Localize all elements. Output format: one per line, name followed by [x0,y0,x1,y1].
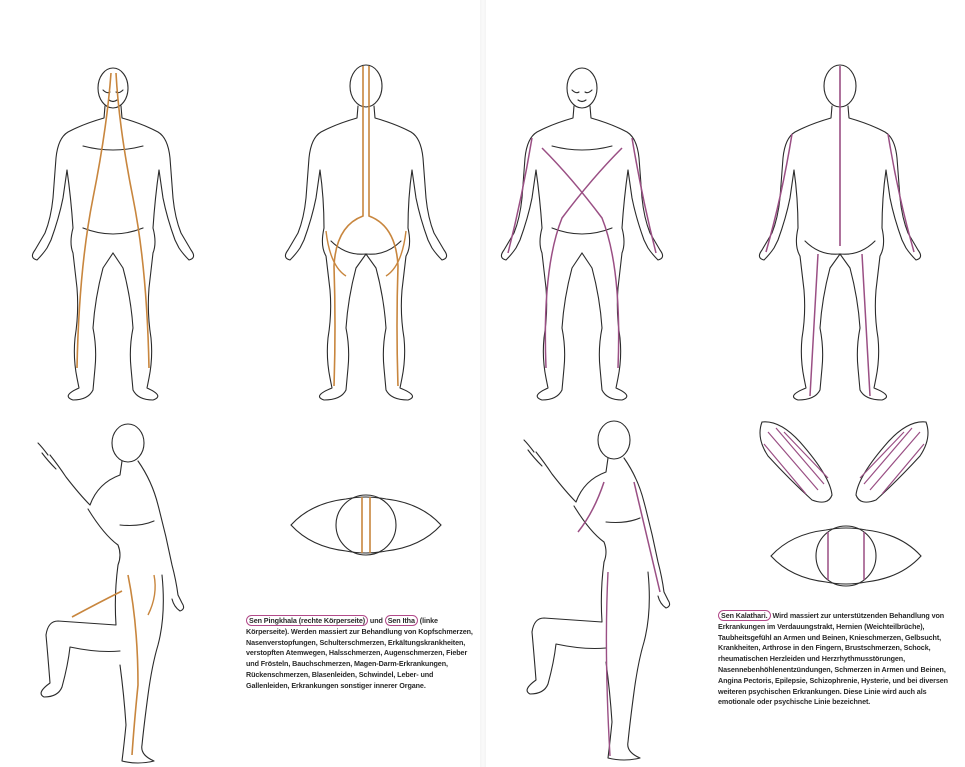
side-figure-sen-itha [38,424,184,763]
term-sen-itha: Sen Itha [385,615,418,626]
caption-sen-pingkhala-itha: Sen Pingkhala (rechte Körperseite) und S… [246,616,478,692]
crown-view-sen-itha [291,495,441,555]
caption-connector: und [368,616,385,625]
term-sen-pingkhala: Sen Pingkhala (rechte Körperseite) [246,615,368,626]
term-sen-kalathari: Sen Kalathari. [718,610,771,621]
feet-soles-kalathari [760,422,928,502]
crown-view-sen-kalathari [771,526,921,586]
caption-sen-kalathari: Sen Kalathari. Wird massiert zur unterst… [718,611,958,708]
back-figure-sen-itha [285,65,446,400]
caption-body-right: Wird massiert zur unterstützenden Behand… [718,611,948,706]
back-figure-sen-kalathari [759,65,920,400]
side-figure-sen-kalathari [524,421,670,760]
front-figure-sen-kalathari [501,68,662,400]
front-figure-sen-itha [32,68,193,400]
caption-body-left: (linke Körperseite). Werden massiert zur… [246,616,473,690]
